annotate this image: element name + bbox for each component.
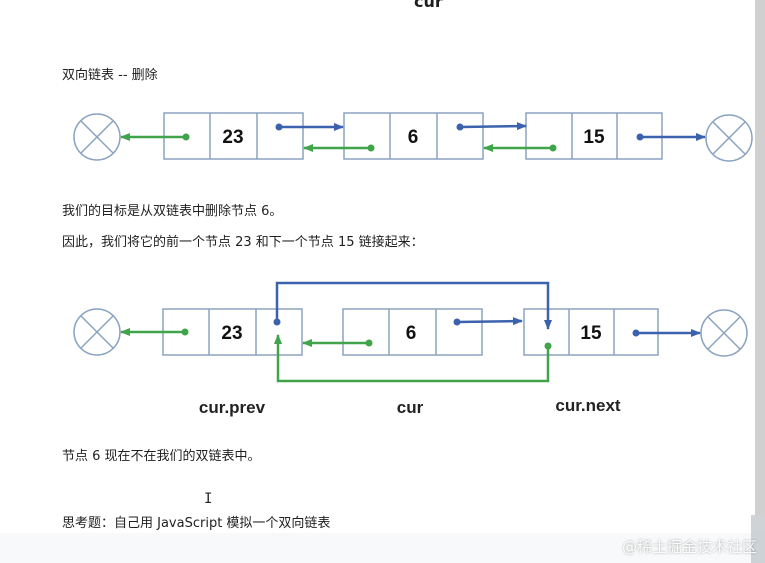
node-value: 15: [583, 127, 605, 148]
caption-cur-prev: cur.prev: [199, 398, 266, 417]
scrollbar-edge-bottom: [751, 515, 765, 563]
list-node-6: 6: [342, 308, 483, 356]
bottom-band: [0, 533, 765, 563]
linked-list-diagram-after: 23 6 15: [73, 281, 748, 417]
list-node-23: 23: [163, 112, 304, 160]
node-value: 23: [222, 127, 243, 148]
prev-pointer: [120, 328, 189, 336]
scrollbar-edge: [755, 0, 765, 563]
node-value: 6: [406, 323, 417, 344]
node-value: 23: [221, 323, 242, 344]
list-node-6: 6: [343, 112, 484, 160]
caption-cur: cur: [397, 398, 424, 417]
paragraph-link: 因此，我们将它的前一个节点 23 和下一个节点 15 链接起来：: [62, 235, 424, 250]
node-value: 6: [408, 127, 419, 148]
next-pointer: [636, 133, 706, 141]
next-pointer: [632, 329, 701, 337]
bypass-next-pointer: [273, 281, 552, 330]
watermark: @稀土掘金技术社区: [621, 538, 757, 556]
prev-pointer: [120, 133, 190, 141]
linked-list-diagram-before: 23 6 15: [73, 112, 753, 162]
paragraph-result: 节点 6 现在不在我们的双链表中。: [62, 449, 261, 464]
section-title: 双向链表 -- 删除: [62, 68, 158, 83]
next-pointer: [456, 122, 527, 131]
text-cursor-icon: I: [204, 491, 213, 507]
next-pointer: [275, 123, 344, 131]
paragraph-goal: 我们的目标是从双链表中删除节点 6。: [62, 204, 283, 219]
null-node-left: [73, 113, 121, 161]
prev-pointer: [483, 144, 557, 152]
prev-pointer: [303, 144, 375, 152]
caption-cur-next: cur.next: [555, 396, 621, 415]
null-node-right: [700, 309, 748, 357]
next-pointer: [453, 317, 523, 326]
node-value: 15: [580, 323, 602, 344]
null-node-right: [705, 114, 753, 162]
bypass-prev-pointer: [274, 334, 552, 383]
prev-pointer: [302, 339, 373, 347]
null-node-left: [73, 308, 121, 356]
paragraph-exercise: 思考题：自己用 JavaScript 模拟一个双向链表: [62, 516, 331, 531]
top-cur-label: cur: [414, 0, 443, 11]
